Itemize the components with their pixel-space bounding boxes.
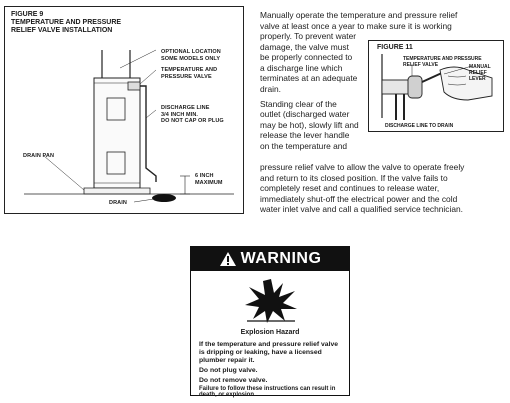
floor-drain	[152, 194, 176, 202]
tp-valve-shape	[127, 81, 141, 91]
warning-line: plumber repair it.	[199, 357, 255, 364]
label-discharge-line: DISCHARGE LINE 3/4 INCH MIN. DO NOT CAP …	[161, 105, 224, 124]
fig11-label-tp-valve: TEMPERATURE AND PRESSURE RELIEF VALVE	[403, 56, 482, 68]
water-heater-diagram	[24, 49, 234, 203]
explosion-icon	[245, 279, 297, 323]
discharge-line-pipe	[140, 85, 157, 182]
label-drain-pan: DRAIN PAN	[23, 153, 55, 159]
fig11-label-manual-lever: MANUAL RELIEF LEVER	[469, 64, 491, 82]
relief-valve-hand-diagram	[381, 54, 493, 120]
warning-line: If the temperature and pressure relief v…	[199, 341, 339, 348]
tank-body	[93, 77, 141, 189]
figure-9: FIGURE 9 TEMPERATURE AND PRESSURE RELIEF…	[4, 6, 244, 214]
hazard-title: Explosion Hazard	[240, 329, 300, 336]
manual-text-narrow: properly. To prevent water damage, the v…	[260, 31, 359, 151]
upper-access-panel	[106, 97, 126, 121]
warning-line: Do not remove valve.	[199, 377, 268, 384]
warning-box: WARNING Explosion Hazard If the temperat…	[190, 246, 350, 398]
warning-heading: WARNING	[240, 250, 322, 267]
warning-header: WARNING	[191, 247, 349, 271]
hand-shape	[439, 66, 493, 101]
drain-pan-shape	[83, 187, 151, 195]
figure-11-title: FIGURE 11	[377, 44, 413, 51]
lower-access-panel	[106, 151, 126, 175]
warning-line: Failure to follow these instructions can…	[199, 386, 336, 398]
label-tp-valve: TEMPERATURE AND PRESSURE VALVE	[161, 67, 218, 80]
figure-11: FIGURE 11 TEMPERATURE AND PRESSURE RELIE…	[368, 40, 504, 132]
fig11-label-discharge-line: DISCHARGE LINE TO DRAIN	[385, 123, 454, 129]
warning-triangle-icon	[219, 251, 236, 266]
label-drain: DRAIN	[109, 200, 127, 206]
manual-text-full: Manually operate the temperature and pre…	[260, 10, 458, 31]
warning-line: is dripping or leaking, have a licensed	[199, 349, 322, 356]
label-six-inch-max: 6 INCH MAXIMUM	[195, 173, 223, 186]
label-optional-location: OPTIONAL LOCATION SOME MODELS ONLY	[161, 49, 221, 62]
manual-text-bottom: pressure relief valve to allow the valve…	[260, 162, 465, 215]
warning-line: Do not plug valve.	[199, 367, 258, 374]
figure-9-title: FIGURE 9 TEMPERATURE AND PRESSURE RELIEF…	[11, 11, 122, 34]
